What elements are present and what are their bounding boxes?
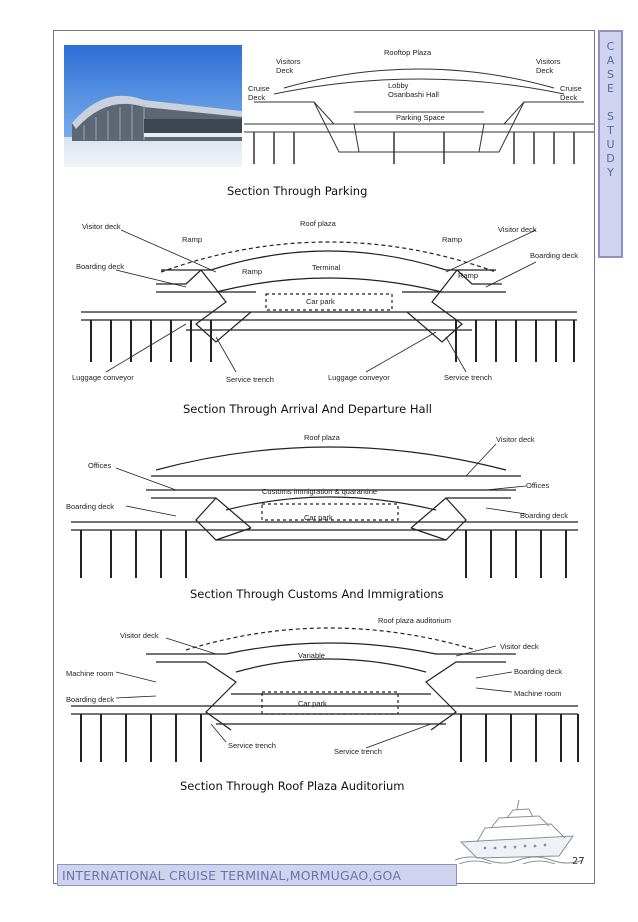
label-rooftop-plaza: Rooftop Plaza (384, 48, 432, 57)
caption-section-roof-plaza-auditorium: Section Through Roof Plaza Auditorium (180, 779, 405, 793)
label-terminal: Terminal (312, 263, 341, 272)
label-visitor-deck-right: Visitor deck (498, 225, 537, 234)
caption-section-parking: Section Through Parking (227, 184, 368, 198)
label-boarding-deck-left: Boarding deck (66, 502, 114, 511)
label-luggage-conveyor-left: Luggage conveyor (72, 373, 134, 382)
label-roof-plaza: Roof plaza (304, 433, 341, 442)
label-car-park: Car park (298, 699, 327, 708)
caption-section-customs: Section Through Customs And Immigrations (190, 587, 444, 601)
label-visitor-deck-left: Visitor deck (120, 631, 159, 640)
label-parking-space: Parking Space (396, 113, 445, 122)
label-service-trench-right: Service trench (334, 747, 382, 756)
label-boarding-deck-left: Boarding deck (76, 262, 124, 271)
label-machine-room-left: Machine room (66, 669, 114, 678)
label-variable: Variable (298, 651, 325, 660)
label-luggage-conveyor-center: Luggage conveyor (328, 373, 390, 382)
page-number: 27 (572, 856, 585, 867)
case-study-side-tab: C A S E S T U D Y (598, 30, 623, 258)
roof-plaza-auditorium-section-drawing: Roof plaza auditorium Visitor deck Visit… (66, 616, 579, 762)
label-machine-room-right: Machine room (514, 689, 562, 698)
label-visitor-deck-right: Visitor deck (500, 642, 539, 651)
label-boarding-deck-left: Boarding deck (66, 695, 114, 704)
label-boarding-deck-right: Boarding deck (514, 667, 562, 676)
label-boarding-deck-right: Boarding deck (530, 251, 578, 260)
label-offices-left: Offices (88, 461, 111, 470)
label-service-trench-left: Service trench (226, 375, 274, 384)
cruise-ship-illustration (455, 799, 584, 864)
label-roof-plaza-auditorium: Roof plaza auditorium (378, 616, 451, 625)
terminal-photo (64, 45, 242, 167)
label-offices-right: Offices (526, 481, 549, 490)
label-service-trench-right: Service trench (444, 373, 492, 382)
case-study-label: C A S E S T U D Y (606, 40, 615, 179)
footer-banner: INTERNATIONAL CRUISE TERMINAL,MORMUGAO,G… (57, 864, 457, 886)
label-roof-plaza: Roof plaza (300, 219, 337, 228)
customs-section-drawing: Roof plaza Visitor deck Offices Offices … (66, 433, 578, 578)
label-visitor-deck-left: Visitor deck (82, 222, 121, 231)
caption-section-arrival-departure: Section Through Arrival And Departure Ha… (183, 402, 432, 416)
arrival-departure-section-drawing: Visitor deck Roof plaza Visitor deck Ram… (72, 219, 578, 384)
label-ramp-center-left: Ramp (242, 267, 262, 276)
label-visitor-deck: Visitor deck (496, 435, 535, 444)
label-customs: Customs immigration & quarantine (262, 487, 377, 496)
label-boarding-deck-right: Boarding deck (520, 511, 568, 520)
label-ramp-right: Ramp (442, 235, 462, 244)
label-car-park: Car park (306, 297, 335, 306)
label-service-trench-left: Service trench (228, 741, 276, 750)
label-ramp-center-right: Ramp (458, 271, 478, 280)
label-car-park: Car park (304, 513, 333, 522)
footer-title: INTERNATIONAL CRUISE TERMINAL,MORMUGAO,G… (62, 868, 402, 883)
label-ramp-left: Ramp (182, 235, 202, 244)
